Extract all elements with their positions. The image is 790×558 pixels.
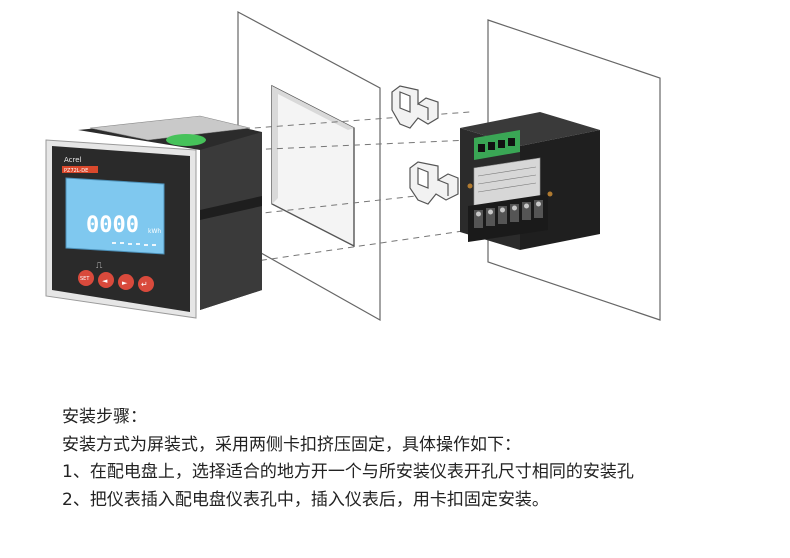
brand-logo: Acrel [64, 156, 82, 164]
meter-rear [460, 112, 600, 250]
meter-buttons: SET ◄ ► ↵ [78, 270, 154, 292]
right-button[interactable]: ► [118, 274, 134, 290]
left-button[interactable]: ◄ [98, 272, 114, 288]
svg-text:↵: ↵ [141, 280, 148, 289]
lcd-screen [65, 177, 165, 255]
instructions-method: 安装方式为屏装式，采用两侧卡扣挤压固定，具体操作如下： [62, 434, 521, 455]
installation-illustration: Acrel PZ72L-DE 0000 kWh ⎍ SET ◄ ► [45, 10, 661, 322]
mounting-clip-bottom [409, 161, 459, 205]
set-button[interactable]: SET [78, 270, 94, 286]
enter-button[interactable]: ↵ [138, 276, 154, 292]
power-terminal [468, 194, 548, 242]
svg-text:◄: ◄ [102, 277, 108, 285]
signal-terminal [474, 130, 520, 160]
instructions-step-1: 1、在配电盘上，选择适合的地方开一个与所安装仪表开孔尺寸相同的安装孔 [62, 462, 634, 482]
lcd-value: 0000 [86, 213, 139, 238]
instructions-heading: 安装步骤： [62, 407, 147, 427]
pulse-symbol: ⎍ [96, 261, 103, 271]
model-label: PZ72L-DE [64, 168, 88, 174]
installation-instructions: 安装步骤： 安装方式为屏装式，采用两侧卡扣挤压固定，具体操作如下： 1、在配电盘… [62, 404, 782, 514]
lcd-unit: kWh [148, 228, 161, 235]
distribution-panel [237, 10, 381, 322]
svg-text:SET: SET [80, 276, 90, 282]
svg-text:►: ► [122, 279, 128, 287]
mounting-clip-top [391, 85, 439, 129]
instructions-step-2: 2、把仪表插入配电盘仪表孔中，插入仪表后，用卡扣固定安装。 [62, 489, 549, 510]
meter-front: Acrel PZ72L-DE 0000 kWh ⎍ SET ◄ ► [45, 115, 262, 319]
